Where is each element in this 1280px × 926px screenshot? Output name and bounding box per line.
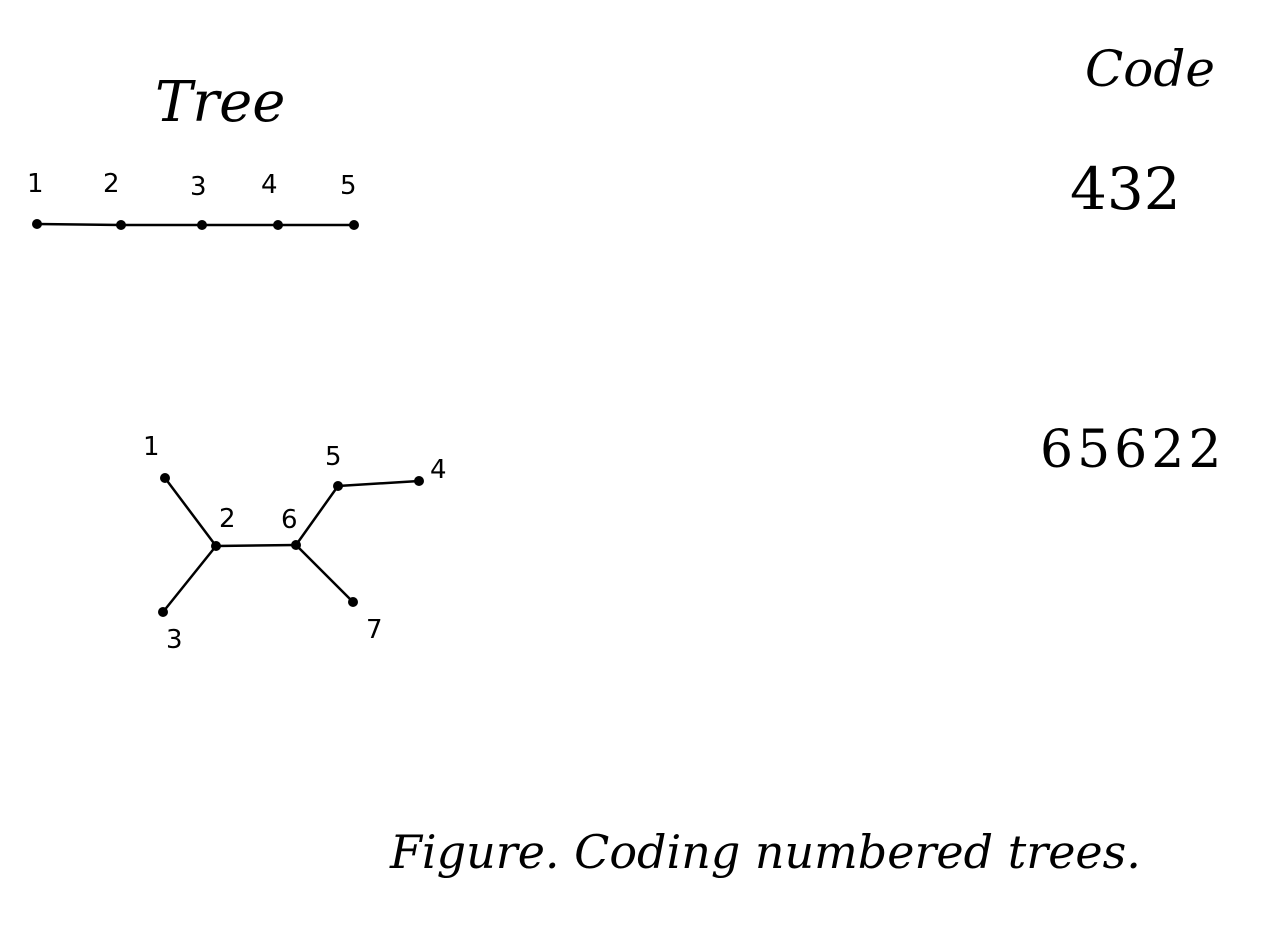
tree-1: 1 2 3 4 5 xyxy=(27,169,359,230)
tree-2-node-label-6: 6 xyxy=(281,505,298,535)
tree-1-node-label-5: 5 xyxy=(340,171,357,201)
tree-2-node-6 xyxy=(291,540,301,550)
tree-2-edge-5-4 xyxy=(336,479,421,488)
tree-1-node-3 xyxy=(197,220,207,230)
figure-caption: Figure. Coding numbered trees. xyxy=(390,825,1141,879)
tree-2: 1 2 3 4 5 6 7 xyxy=(143,432,447,655)
tree-heading: Tree xyxy=(155,70,286,135)
tree-2-edge-1-2 xyxy=(163,476,218,548)
code-value-path-tree: 432 xyxy=(1070,155,1181,223)
tree-2-node-label-2: 2 xyxy=(219,504,236,534)
tree-1-edge-1-2 xyxy=(35,222,123,227)
tree-2-node-label-7: 7 xyxy=(366,615,383,645)
tree-2-node-5 xyxy=(333,481,343,491)
tree-2-node-4 xyxy=(414,476,424,486)
tree-2-node-1 xyxy=(160,473,170,483)
tree-2-node-2 xyxy=(211,541,221,551)
tree-1-node-label-4: 4 xyxy=(261,170,278,200)
tree-1-node-label-1: 1 xyxy=(27,169,44,199)
tree-1-node-4 xyxy=(273,220,283,230)
tree-2-node-7 xyxy=(348,597,358,607)
code-heading: Code xyxy=(1085,40,1215,98)
tree-1-node-label-3: 3 xyxy=(190,172,207,202)
tree-2-node-label-4: 4 xyxy=(430,455,447,485)
tree-1-node-label-2: 2 xyxy=(103,169,120,199)
tree-2-node-label-1: 1 xyxy=(143,432,160,462)
code-value-branched-tree: 65622 xyxy=(1040,420,1226,480)
tree-1-node-2 xyxy=(116,220,126,230)
tree-2-edge-3-2 xyxy=(161,544,218,614)
tree-1-node-1 xyxy=(32,219,42,229)
tree-1-node-5 xyxy=(349,220,359,230)
tree-2-edge-6-7 xyxy=(294,543,355,604)
tree-2-edge-2-6 xyxy=(214,543,298,548)
tree-2-node-label-5: 5 xyxy=(325,442,342,472)
tree-2-node-label-3: 3 xyxy=(166,625,183,655)
tree-2-node-3 xyxy=(158,607,168,617)
tree-2-edge-6-5 xyxy=(294,484,340,547)
